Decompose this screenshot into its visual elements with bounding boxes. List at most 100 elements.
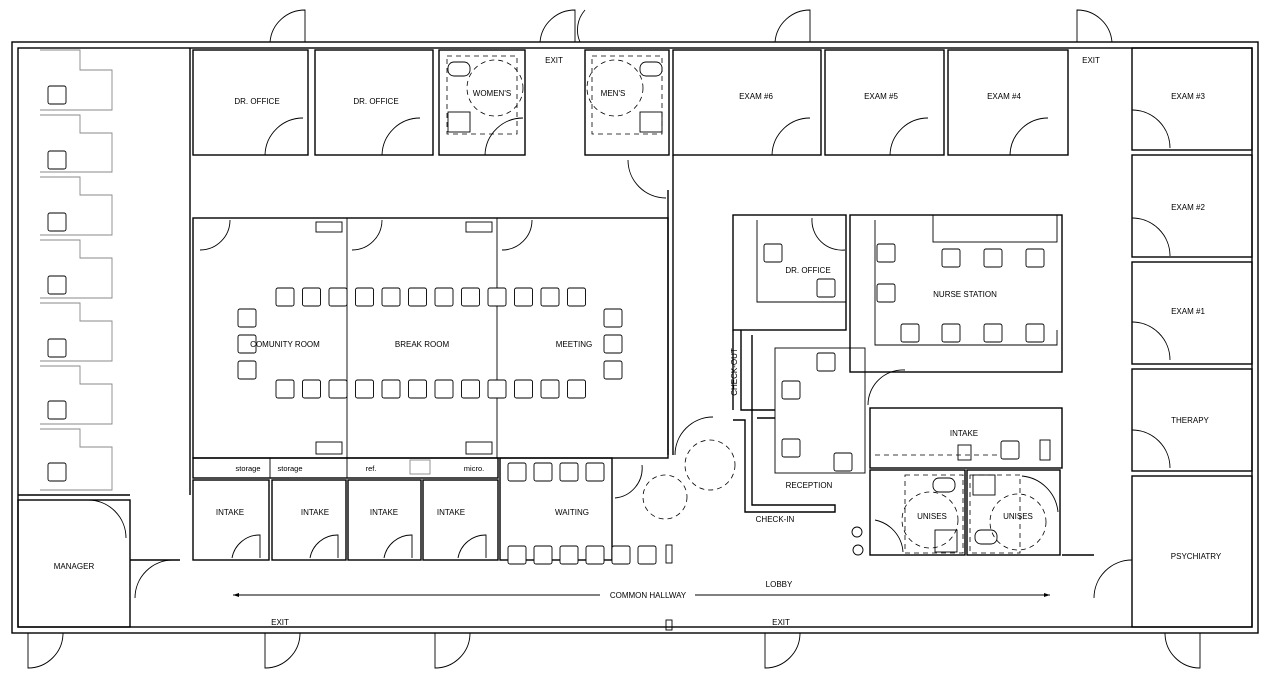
chair bbox=[461, 379, 480, 399]
label-dr-office-2: DR. OFFICE bbox=[353, 97, 398, 106]
chair bbox=[461, 287, 480, 307]
label-intake-1: INTAKE bbox=[216, 508, 244, 517]
chair bbox=[611, 545, 631, 565]
chair bbox=[603, 334, 623, 354]
right-rooms bbox=[1093, 47, 1253, 628]
chair bbox=[237, 308, 257, 328]
label-intake-5: INTAKE bbox=[950, 429, 978, 438]
chair bbox=[533, 545, 553, 565]
label-exam1: EXAM #1 bbox=[1171, 307, 1205, 316]
label-intake-3: INTAKE bbox=[370, 508, 398, 517]
chair bbox=[381, 379, 401, 399]
label-meeting: MEETING bbox=[556, 340, 592, 349]
chair bbox=[876, 283, 896, 303]
exterior-walls bbox=[11, 41, 1259, 634]
label-check-out: CHECK-OUT bbox=[730, 348, 739, 396]
label-break-room: BREAK ROOM bbox=[395, 340, 450, 349]
label-unisex-1: UNISES bbox=[917, 512, 947, 521]
label-exam4: EXAM #4 bbox=[987, 92, 1021, 101]
chair bbox=[514, 287, 533, 307]
label-therapy: THERAPY bbox=[1171, 416, 1209, 425]
label-exam5: EXAM #5 bbox=[864, 92, 898, 101]
label-check-in: CHECK-IN bbox=[756, 515, 795, 524]
chair bbox=[781, 380, 801, 400]
chair bbox=[559, 545, 579, 565]
left-cubicles bbox=[17, 48, 191, 628]
chair bbox=[533, 462, 553, 482]
chair bbox=[275, 287, 295, 307]
label-womens: WOMEN'S bbox=[473, 89, 511, 98]
chair bbox=[585, 545, 605, 565]
chair bbox=[507, 462, 527, 482]
chair bbox=[328, 287, 348, 307]
chair bbox=[507, 545, 527, 565]
label-exit-bottom-2: EXIT bbox=[772, 618, 790, 627]
chair bbox=[603, 360, 623, 380]
chair bbox=[47, 462, 67, 482]
chair bbox=[637, 545, 657, 565]
chair bbox=[408, 379, 427, 399]
label-exam3: EXAM #3 bbox=[1171, 92, 1205, 101]
chair bbox=[328, 379, 348, 399]
label-nurse-station: NURSE STATION bbox=[933, 290, 997, 299]
chair bbox=[47, 400, 67, 420]
label-lobby: LOBBY bbox=[766, 580, 793, 589]
chair bbox=[355, 287, 374, 307]
central-block bbox=[192, 155, 736, 631]
label-exam6: EXAM #6 bbox=[739, 92, 773, 101]
exterior-doors bbox=[27, 9, 1201, 669]
chair bbox=[487, 379, 507, 399]
chair bbox=[237, 360, 257, 380]
chair bbox=[47, 212, 67, 232]
label-manager: MANAGER bbox=[54, 562, 95, 571]
label-exit-top-2: EXIT bbox=[1082, 56, 1100, 65]
chair bbox=[514, 379, 533, 399]
chair bbox=[567, 287, 586, 307]
chair bbox=[781, 438, 801, 458]
chair bbox=[983, 248, 1003, 268]
label-waiting: WAITING bbox=[555, 508, 589, 517]
chair bbox=[900, 323, 920, 343]
label-dr-office-1: DR. OFFICE bbox=[234, 97, 279, 106]
top-rooms bbox=[192, 49, 1069, 199]
label-exit-bottom-1: EXIT bbox=[271, 618, 289, 627]
label-unisex-2: UNISES bbox=[1003, 512, 1033, 521]
chair bbox=[567, 379, 586, 399]
chair bbox=[408, 287, 427, 307]
chair bbox=[1025, 248, 1045, 268]
label-mens: MEN'S bbox=[601, 89, 626, 98]
label-intake-4: INTAKE bbox=[437, 508, 465, 517]
chair bbox=[941, 248, 961, 268]
label-storage-1: storage bbox=[235, 464, 260, 473]
chair bbox=[237, 334, 257, 354]
chair bbox=[1025, 323, 1045, 343]
chair bbox=[983, 323, 1003, 343]
chair bbox=[941, 323, 961, 343]
chair bbox=[355, 379, 374, 399]
chair bbox=[833, 452, 853, 472]
chairs bbox=[47, 85, 1045, 565]
chair bbox=[434, 287, 454, 307]
label-intake-2: INTAKE bbox=[301, 508, 329, 517]
chair bbox=[603, 308, 623, 328]
chair bbox=[302, 287, 321, 307]
chair bbox=[302, 379, 321, 399]
label-micro: micro. bbox=[464, 464, 484, 473]
label-exit-top-1: EXIT bbox=[545, 56, 563, 65]
chair bbox=[540, 287, 560, 307]
label-reception: RECEPTION bbox=[786, 481, 833, 490]
chair bbox=[585, 462, 605, 482]
label-psychiatry: PSYCHIATRY bbox=[1171, 552, 1222, 561]
chair bbox=[816, 352, 836, 372]
room-labels: DR. OFFICE DR. OFFICE WOMEN'S EXIT MEN'S… bbox=[54, 56, 1222, 627]
chair bbox=[487, 287, 507, 307]
label-community-room: COMUNITY ROOM bbox=[250, 340, 320, 349]
chair bbox=[876, 243, 896, 263]
chair bbox=[434, 379, 454, 399]
label-exam2: EXAM #2 bbox=[1171, 203, 1205, 212]
chair bbox=[816, 278, 836, 298]
chair bbox=[47, 150, 67, 170]
chair bbox=[47, 275, 67, 295]
label-dr-office-3: DR. OFFICE bbox=[785, 266, 830, 275]
chair bbox=[1000, 440, 1020, 460]
